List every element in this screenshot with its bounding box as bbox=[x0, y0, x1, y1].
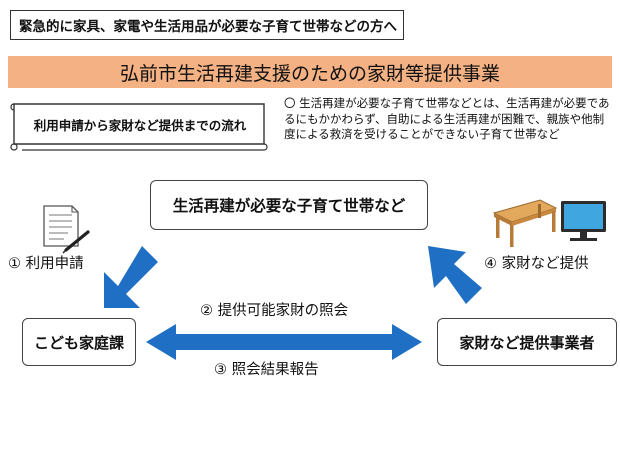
step-1-label: ① 利用申請 bbox=[8, 256, 84, 272]
step-3-label: ③ 照会結果報告 bbox=[214, 362, 319, 378]
monitor-icon bbox=[561, 201, 606, 241]
document-pen-icon bbox=[43, 205, 90, 254]
node-office: こども家庭課 bbox=[22, 318, 136, 366]
node-provider: 家財など提供事業者 bbox=[437, 318, 617, 366]
table-icon bbox=[492, 199, 558, 247]
node-household: 生活再建が必要な子育て世帯など bbox=[150, 180, 428, 230]
target-audience-label: 緊急的に家具、家電や生活用品が必要な子育て世帯などの方へ bbox=[10, 10, 404, 40]
arrow-step-4 bbox=[428, 246, 482, 304]
definition-note: 〇 生活再建が必要な子育て世帯などとは、生活再建が必要であるにもかかわらず、自助… bbox=[284, 96, 610, 141]
flow-label: 利用申請から家財など提供までの流れ bbox=[33, 117, 247, 133]
scroll-shape bbox=[10, 103, 268, 151]
page-title: 弘前市生活再建支援のための家財等提供事業 bbox=[8, 56, 612, 88]
arrow-step-2-3 bbox=[146, 324, 422, 360]
arrow-step-1 bbox=[104, 246, 158, 308]
step-2-label: ② 提供可能家財の照会 bbox=[200, 303, 349, 319]
step-4-label: ④ 家財など提供 bbox=[484, 256, 589, 272]
flow-scroll-banner: 利用申請から家財など提供までの流れ bbox=[8, 100, 270, 152]
